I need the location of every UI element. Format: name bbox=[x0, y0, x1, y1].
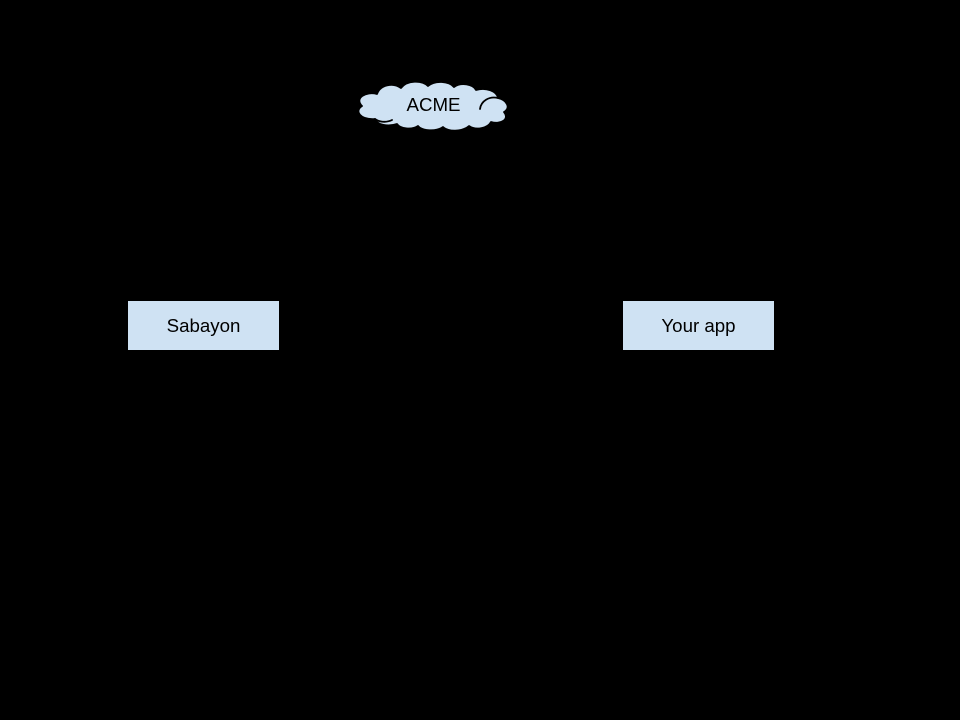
node-your-app-label: Your app bbox=[661, 314, 736, 336]
node-sabayon: Sabayon bbox=[127, 300, 280, 351]
node-sabayon-label: Sabayon bbox=[166, 314, 241, 336]
node-your-app: Your app bbox=[622, 300, 775, 351]
node-acme-cloud: ACME bbox=[355, 80, 512, 135]
cloud-icon bbox=[357, 80, 509, 132]
